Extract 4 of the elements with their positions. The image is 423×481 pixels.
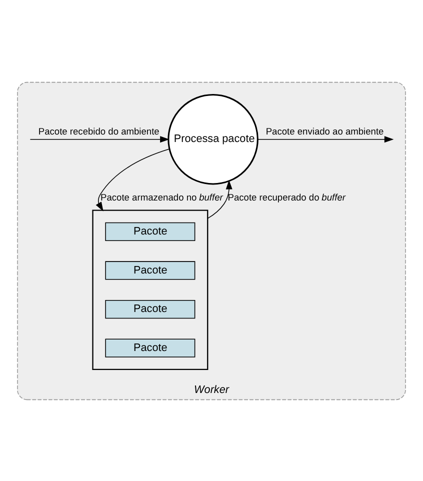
edge-label: Pacote recuperado do buffer <box>228 192 346 202</box>
edge-label: Pacote enviado ao ambiente <box>266 126 384 136</box>
edge-label: Pacote recebido do ambiente <box>38 126 160 136</box>
edge-label: Pacote armazenado no buffer <box>100 192 223 202</box>
